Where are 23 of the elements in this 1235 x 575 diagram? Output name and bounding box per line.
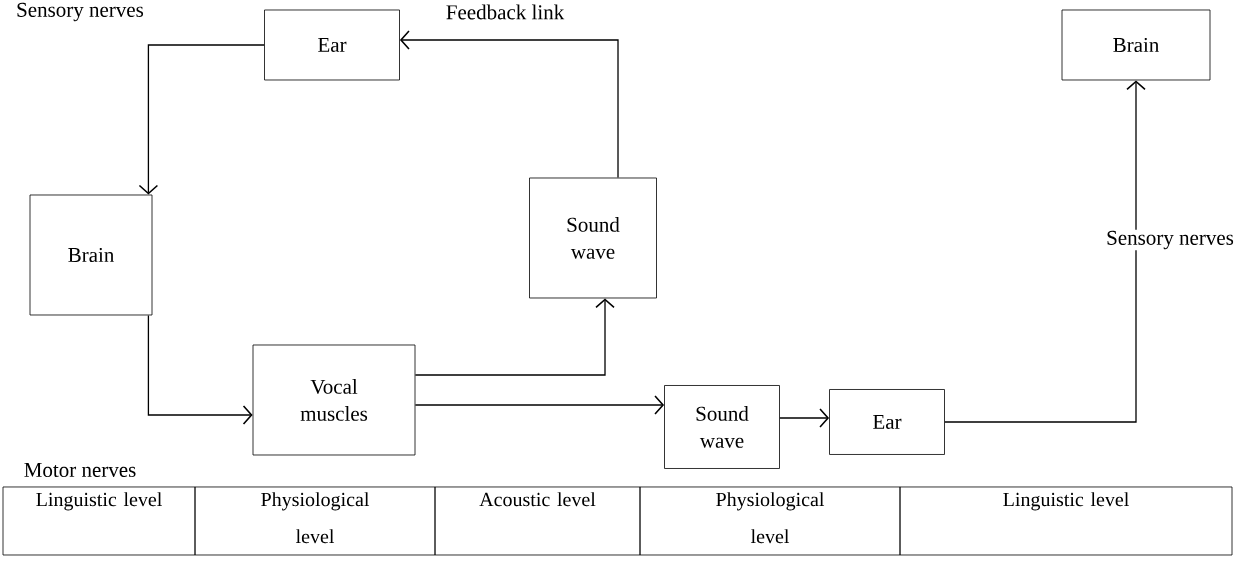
process-box: Sound wave <box>664 385 780 469</box>
process-box: Sound wave <box>529 177 657 299</box>
table-cell: Physiological level <box>639 486 901 556</box>
arrow <box>414 298 615 376</box>
table-cell: Acoustic level <box>434 486 641 556</box>
process-box: Ear <box>264 9 400 81</box>
table-cell: Linguistic level <box>899 486 1233 556</box>
arrow <box>779 408 830 428</box>
table-cell: Linguistic level <box>2 486 196 556</box>
process-box: Brain <box>1061 9 1211 81</box>
edge-label: Motor nerves <box>22 462 138 478</box>
table-cell: Physiological level <box>194 486 436 556</box>
process-box: Vocal muscles <box>252 344 416 456</box>
arrow <box>944 80 1146 423</box>
edge-label: Sensory nerves <box>15 1 145 23</box>
edge-label: Feedback link <box>444 3 566 21</box>
process-box: Brain <box>29 194 153 316</box>
arrow <box>147 314 253 425</box>
arrow <box>399 30 619 179</box>
process-box: Ear <box>829 389 945 455</box>
arrow <box>138 44 265 195</box>
arrow <box>414 395 665 415</box>
edge-label: Sensory nerves <box>1105 229 1235 251</box>
